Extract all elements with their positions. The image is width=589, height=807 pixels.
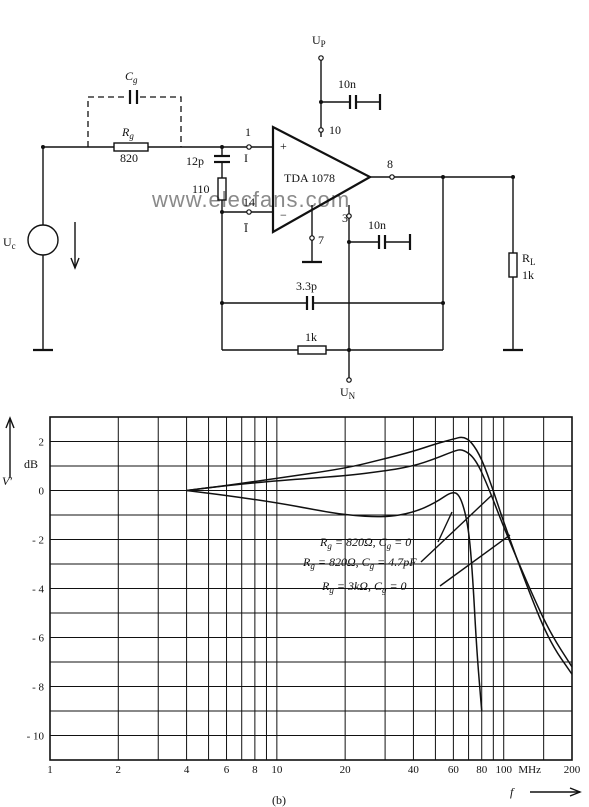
- capacitor-cg: [87, 90, 182, 147]
- y-tick-label: - 6: [32, 633, 44, 645]
- circuit-diagram: www.elecfans.com Uc Rg 820 Cg 12p 110: [3, 33, 536, 400]
- x-tick-label: 200: [564, 764, 581, 776]
- rl-label: RL: [522, 251, 536, 267]
- x-tick-label: 80: [476, 764, 488, 776]
- y-tick-label: - 4: [32, 584, 44, 596]
- source-label: Uc: [3, 235, 16, 251]
- input-i: I: [244, 151, 248, 165]
- rl-value: 1k: [522, 268, 534, 282]
- minus-sign: −: [280, 208, 287, 222]
- pin-7: 7: [318, 233, 324, 247]
- legend-leader: [439, 534, 511, 587]
- legend-leader: [420, 494, 493, 563]
- x-tick-label: 1: [47, 764, 53, 776]
- x-tick-label: 20: [340, 764, 352, 776]
- pin-3: 3: [342, 211, 348, 225]
- capacitor-10n-mid: [347, 234, 412, 250]
- supply-positive-label: UP: [312, 33, 326, 49]
- y-tick-label: 2: [39, 437, 45, 449]
- pin-14: 14: [243, 195, 255, 209]
- pin-10: 10: [329, 123, 341, 137]
- legend-leader: [437, 511, 453, 543]
- series-line: [186, 436, 573, 675]
- cap-12p-label: 12p: [186, 154, 204, 168]
- cap-10n-mid-label: 10n: [368, 218, 386, 232]
- x-tick-label: 10: [271, 764, 283, 776]
- x-tick-label: 2: [116, 764, 122, 776]
- op-amp-tda1078: [271, 125, 373, 234]
- supply-negative-label: UN: [340, 385, 356, 400]
- input-ibar: Ī: [244, 221, 248, 235]
- y-tick-label: - 8: [32, 682, 44, 694]
- x-tick-label: 100: [495, 764, 512, 776]
- cap-3p3-label: 3.3p: [296, 279, 317, 293]
- y-tick-label: - 2: [32, 535, 44, 547]
- x-tick-label: 6: [224, 764, 230, 776]
- y-axis-arrow: [5, 416, 15, 478]
- x-axis-arrow: [530, 787, 582, 797]
- res-1k-label: 1k: [305, 330, 317, 344]
- legend-label: Rg = 820Ω, Cg = 4.7pF: [302, 555, 417, 571]
- voltage-source: [27, 145, 80, 352]
- res-110-label: 110: [192, 182, 210, 196]
- plus-sign: +: [280, 139, 287, 153]
- y-axis-unit: dB: [24, 457, 38, 471]
- legend-label: Rg = 820Ω, Cg = 0: [319, 535, 411, 551]
- y-tick-label: - 10: [27, 731, 45, 743]
- plot-frame: [49, 416, 573, 761]
- x-axis-label: f: [510, 785, 515, 799]
- pin-8: 8: [387, 157, 393, 171]
- x-tick-label: MHz: [518, 764, 541, 776]
- y-axis-label: V′: [2, 474, 12, 488]
- rg-label: Rg: [121, 125, 134, 141]
- x-tick-label: 40: [408, 764, 420, 776]
- x-tick-label: 8: [252, 764, 258, 776]
- capacitor-10n-top: [319, 94, 382, 110]
- pin-1: 1: [245, 125, 251, 139]
- chart-caption: (b): [272, 793, 286, 807]
- chart-legend: Rg = 820Ω, Cg = 0 Rg = 820Ω, Cg = 4.7pF Rg…: [302, 494, 511, 595]
- chip-label: TDA 1078: [284, 171, 335, 185]
- legend-label: Rg = 3kΩ, Cg = 0: [321, 579, 407, 595]
- chart-grid: [49, 416, 573, 761]
- cg-label: Cg: [125, 69, 138, 85]
- y-tick-label: 0: [39, 486, 45, 498]
- series-line: [186, 489, 483, 712]
- series-line: [186, 449, 573, 668]
- resistor-rl: [503, 177, 523, 352]
- x-tick-label: 4: [184, 764, 190, 776]
- rg-value: 820: [120, 151, 138, 165]
- chart-curves: [186, 436, 573, 712]
- x-tick-label: 60: [448, 764, 460, 776]
- cap-10n-top-label: 10n: [338, 77, 356, 91]
